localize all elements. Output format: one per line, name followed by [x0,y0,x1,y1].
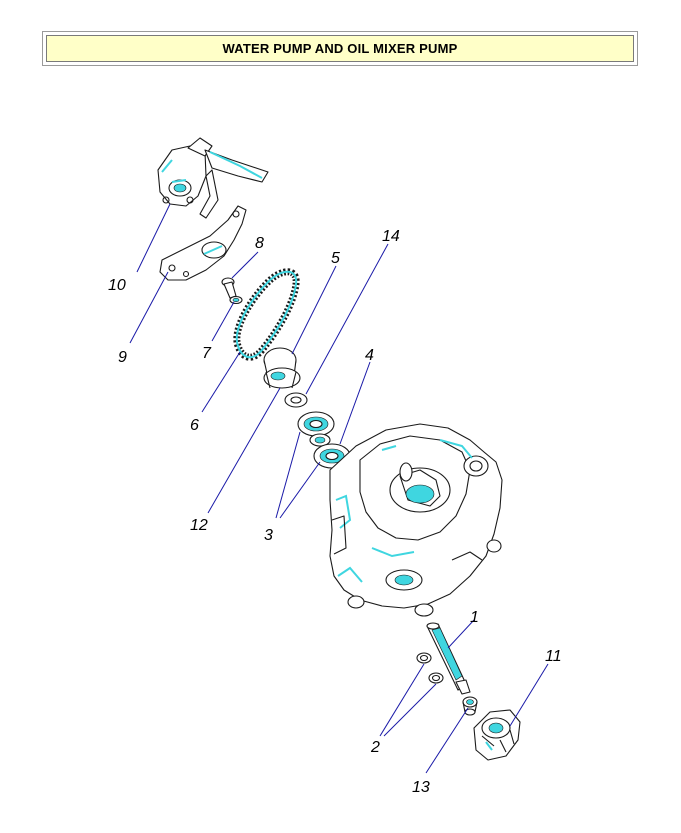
leader-10 [136,203,171,273]
callout-2: 2 [370,739,380,756]
leader-6 [201,351,241,413]
leader-4 [339,361,371,445]
pump-bracket [159,205,247,281]
callout-5: 5 [331,250,340,267]
leader-9 [129,271,169,344]
callout-7: 7 [202,345,212,362]
callout-6: 6 [190,417,199,434]
drive-belt [233,268,300,361]
leader-5 [291,265,337,355]
title-box: WATER PUMP AND OIL MIXER PUMP [46,35,634,62]
leader-lines [129,203,549,774]
leader-13 [425,707,469,774]
crankcase-half [329,423,503,617]
callout-13: 13 [412,779,430,796]
title-frame: WATER PUMP AND OIL MIXER PUMP [42,31,638,66]
callouts: 10 9 8 7 6 5 14 4 12 3 1 11 2 13 [108,228,562,796]
callout-9: 9 [118,349,127,366]
bearing-upper [297,411,335,447]
callout-12: 12 [190,517,208,534]
page-title: WATER PUMP AND OIL MIXER PUMP [222,41,458,56]
leader-7 [211,301,235,342]
callout-1: 1 [470,609,479,626]
callout-4: 4 [365,347,374,364]
callout-14: 14 [382,228,400,245]
pump-shaft [426,622,471,695]
oil-mixer-pump [157,137,269,219]
o-ring-lower [428,672,444,684]
leader-8 [231,251,259,279]
screw [221,277,243,305]
callout-11: 11 [545,648,562,665]
leader-1 [447,619,475,649]
leader-11 [509,663,549,727]
water-pump-impeller [473,709,521,761]
spacer-washer [284,392,308,408]
leader-2b [383,683,437,737]
callout-8: 8 [255,235,264,252]
leader-14 [305,243,389,395]
leader-2a [379,663,425,737]
leader-3b [279,461,321,519]
callout-3: 3 [264,527,273,544]
o-ring-upper [416,652,432,664]
pulley [263,347,301,389]
leader-3a [275,431,301,519]
callout-10: 10 [108,277,126,294]
leader-12 [207,387,281,514]
